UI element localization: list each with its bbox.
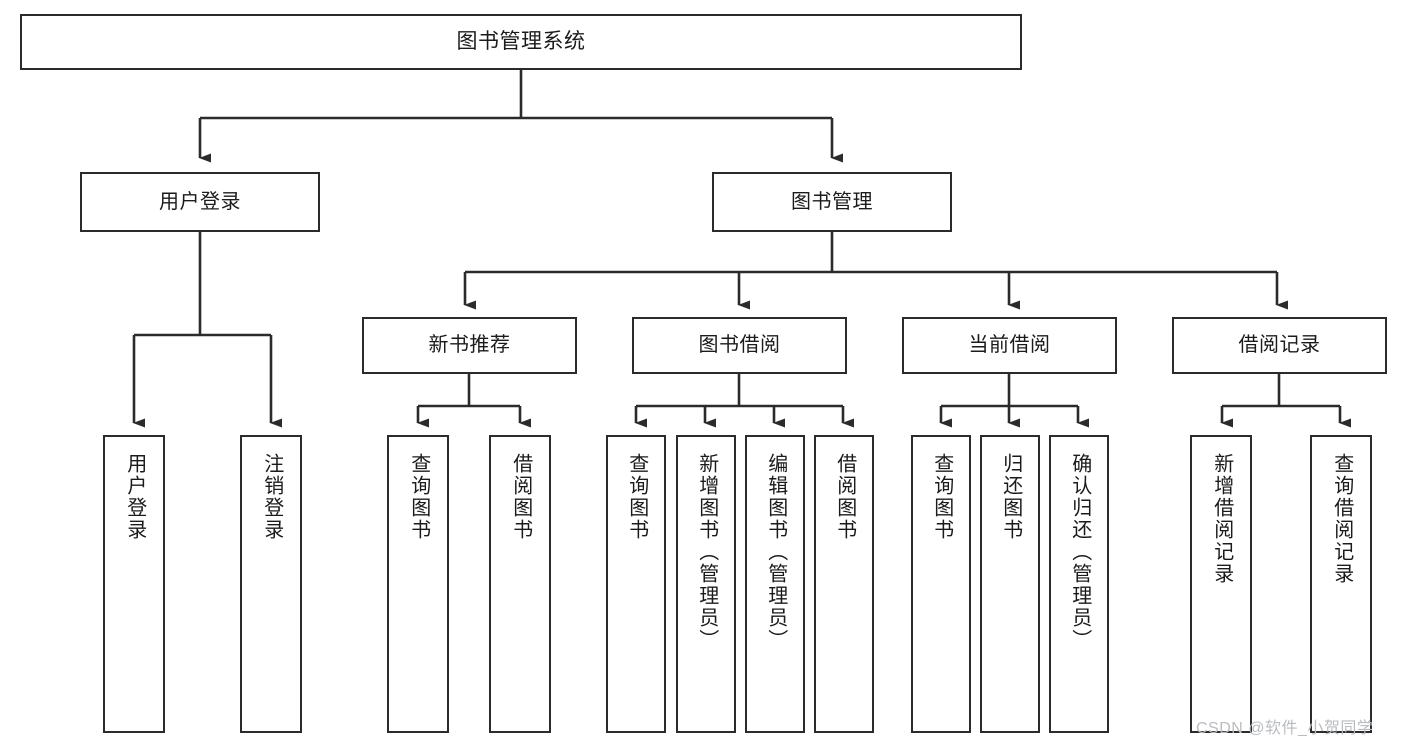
node-label: 新增借阅记录 <box>1210 453 1233 585</box>
node-book-borrow[interactable]: 图书借阅 <box>632 317 847 374</box>
node-label: 图书借阅 <box>698 334 781 357</box>
node-label: 借阅图书 <box>833 453 856 541</box>
node-label: 查询图书 <box>625 453 648 541</box>
leaf-user-login[interactable]: 用户登录 <box>103 435 165 733</box>
node-label: 图书管理 <box>791 190 873 213</box>
node-root-system[interactable]: 图书管理系统 <box>20 14 1022 70</box>
node-label: 新增图书（管理员） <box>695 453 718 651</box>
leaf-user-logout[interactable]: 注销登录 <box>240 435 302 733</box>
node-book-management[interactable]: 图书管理 <box>712 172 952 232</box>
node-label: 确认归还（管理员） <box>1068 453 1091 651</box>
node-label: 图书管理系统 <box>456 30 586 54</box>
node-user-login[interactable]: 用户登录 <box>80 172 320 232</box>
leaf-borrow-add-book-admin[interactable]: 新增图书（管理员） <box>676 435 736 733</box>
node-label: 用户登录 <box>159 190 241 213</box>
node-label: 编辑图书（管理员） <box>764 453 787 651</box>
csdn-watermark: CSDN @软件_小贺同学 <box>1196 720 1374 737</box>
node-label: 用户登录 <box>123 453 146 541</box>
leaf-borrow-query-book[interactable]: 查询图书 <box>606 435 666 733</box>
node-label: 归还图书 <box>999 453 1022 541</box>
leaf-newbook-query-book[interactable]: 查询图书 <box>387 435 449 733</box>
leaf-current-return-book[interactable]: 归还图书 <box>980 435 1040 733</box>
leaf-record-query-record[interactable]: 查询借阅记录 <box>1310 435 1372 733</box>
leaf-borrow-borrow-book[interactable]: 借阅图书 <box>814 435 874 733</box>
node-borrow-record[interactable]: 借阅记录 <box>1172 317 1387 374</box>
node-label: 查询图书 <box>407 453 430 541</box>
node-label: 注销登录 <box>260 453 283 541</box>
node-label: 借阅图书 <box>509 453 532 541</box>
node-label: 借阅记录 <box>1238 334 1321 357</box>
node-label: 当前借阅 <box>968 334 1051 357</box>
leaf-borrow-edit-book-admin[interactable]: 编辑图书（管理员） <box>745 435 805 733</box>
node-current-borrow[interactable]: 当前借阅 <box>902 317 1117 374</box>
leaf-record-add-record[interactable]: 新增借阅记录 <box>1190 435 1252 733</box>
node-new-book-recommend[interactable]: 新书推荐 <box>362 317 577 374</box>
leaf-newbook-borrow-book[interactable]: 借阅图书 <box>489 435 551 733</box>
leaf-current-query-book[interactable]: 查询图书 <box>911 435 971 733</box>
node-label: 查询借阅记录 <box>1330 453 1353 585</box>
node-label: 新书推荐 <box>428 334 511 357</box>
leaf-current-confirm-return-admin[interactable]: 确认归还（管理员） <box>1049 435 1109 733</box>
node-label: 查询图书 <box>930 453 953 541</box>
